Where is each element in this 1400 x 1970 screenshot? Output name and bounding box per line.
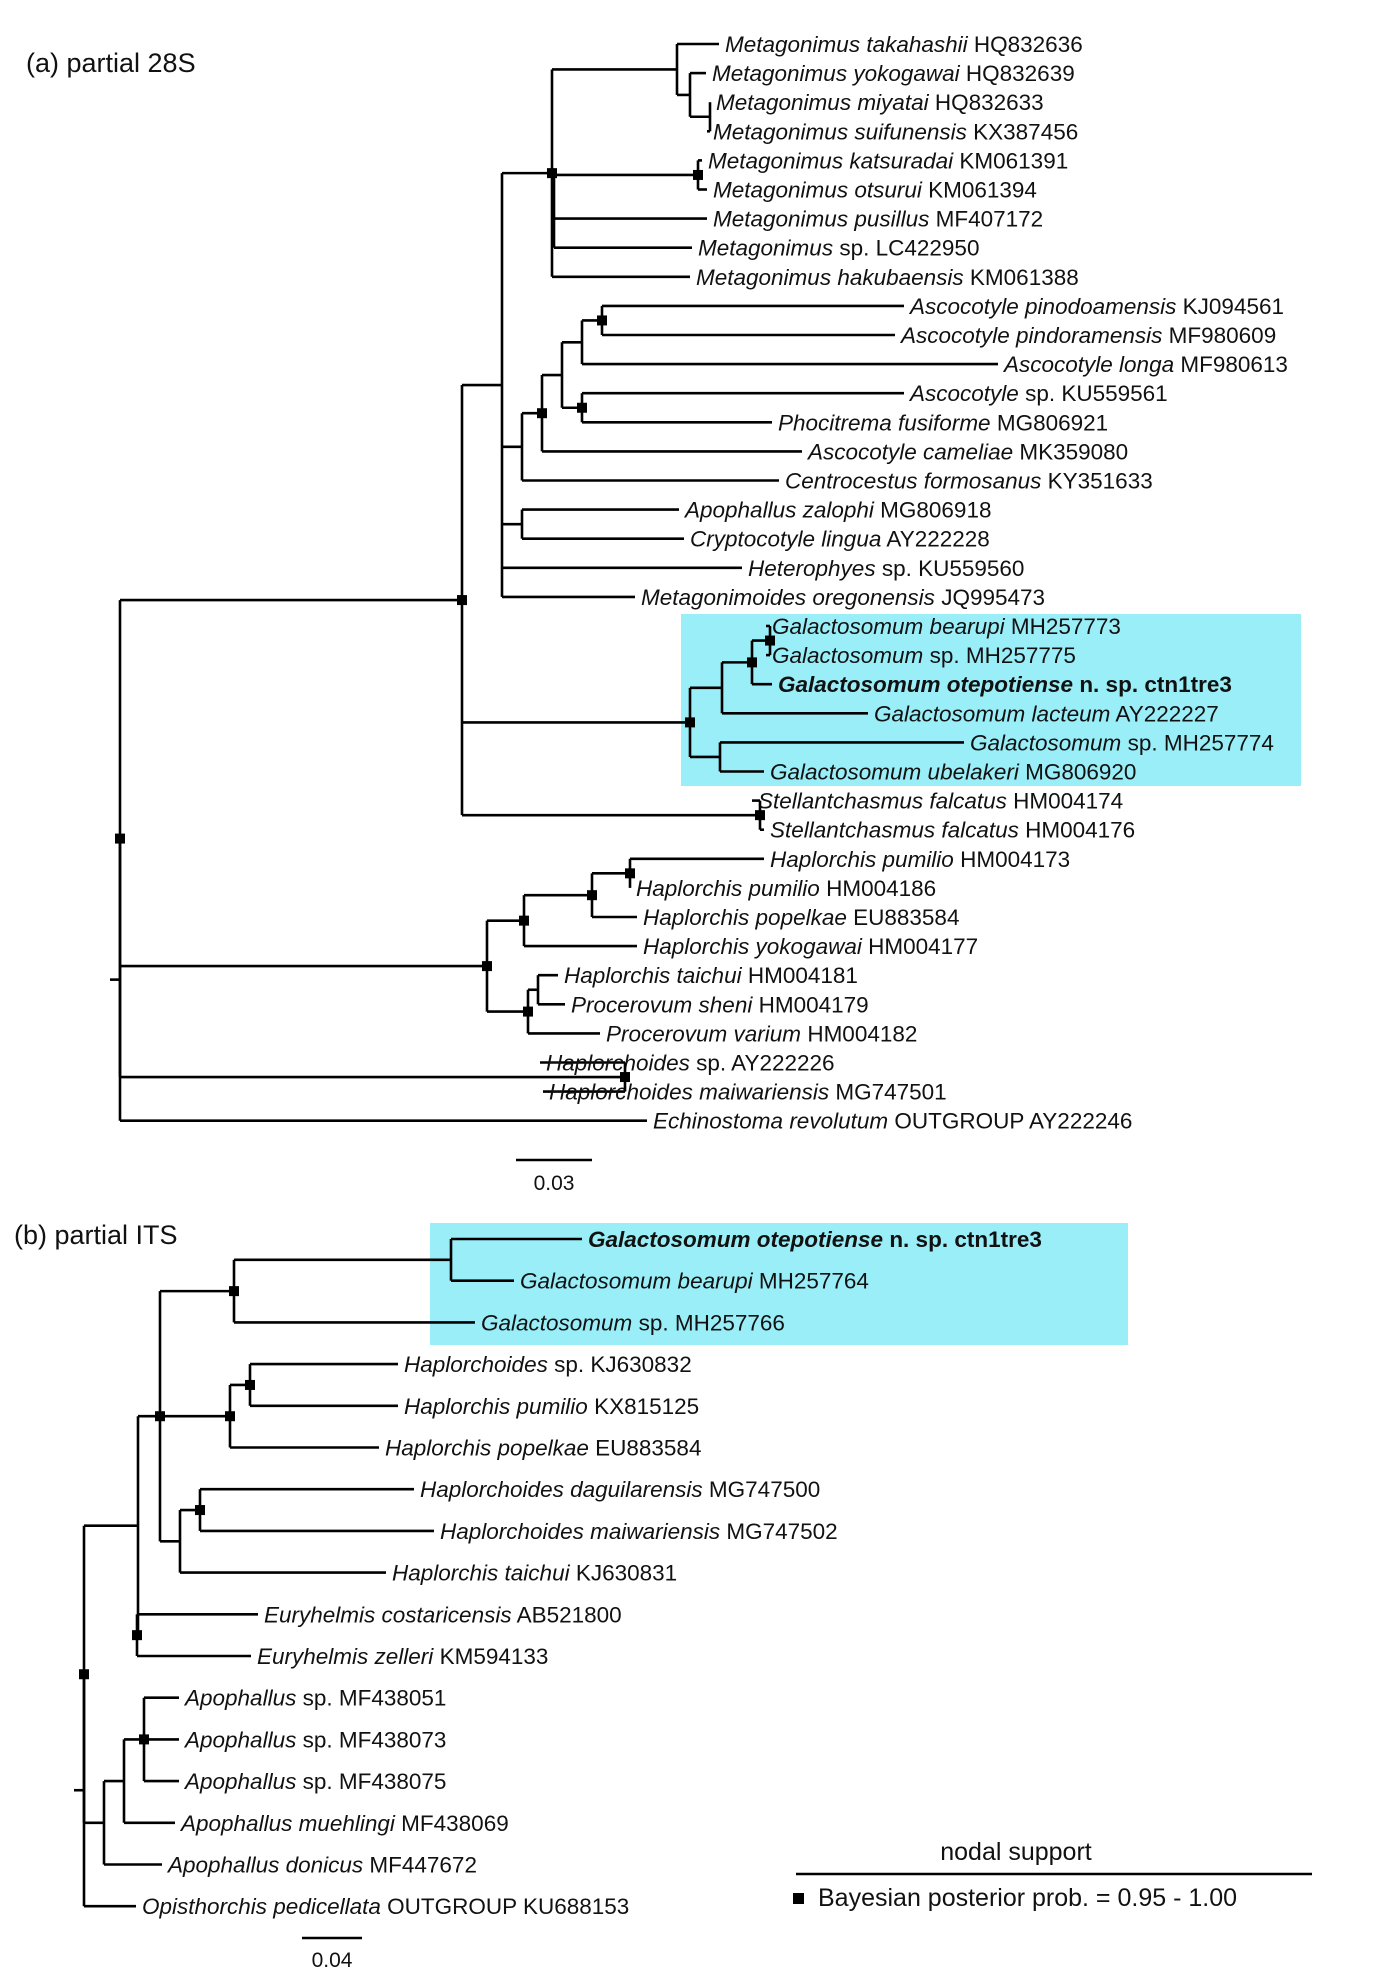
- support-node: [577, 402, 587, 413]
- taxon-label: Galactosomum bearupi MH257773: [772, 614, 1121, 639]
- taxon-label: Metagonimoides oregonensis JQ995473: [641, 585, 1045, 610]
- support-node: [597, 315, 607, 326]
- support-node: [625, 868, 635, 879]
- taxon-label: Haplorchis popelkae EU883584: [385, 1436, 701, 1461]
- taxon-label: Haplorchis pumilio HM004186: [636, 876, 936, 901]
- legend-entry: Bayesian posterior prob. = 0.95 - 1.00: [818, 1884, 1237, 1912]
- taxon-label: Galactosomum sp. MH257775: [772, 643, 1076, 668]
- legend: nodal support Bayesian posterior prob. =…: [793, 1838, 1312, 1912]
- taxon-label: Apophallus muehlingi MF438069: [179, 1811, 509, 1836]
- taxon-label: Haplorchoides daguilarensis MG747500: [420, 1477, 820, 1502]
- taxon-label: Centrocestus formosanus KY351633: [785, 469, 1153, 494]
- taxon-label: Metagonimus otsurui KM061394: [713, 178, 1037, 203]
- legend-title: nodal support: [940, 1838, 1092, 1866]
- tree-28s: Metagonimus takahashii HQ832636Metagonim…: [110, 32, 1288, 1134]
- taxon-label: Metagonimus hakubaensis KM061388: [696, 265, 1079, 290]
- taxon-label: Haplorchoides sp. AY222226: [546, 1051, 835, 1076]
- taxon-label: Heterophyes sp. KU559560: [748, 556, 1024, 581]
- support-node: [587, 890, 597, 901]
- support-node: [225, 1411, 235, 1422]
- support-node: [139, 1734, 149, 1745]
- highlight-box-galactosomum-28s: [681, 614, 1301, 786]
- taxon-label: Galactosomum ubelakeri MG806920: [770, 760, 1136, 785]
- taxon-label: Stellantchasmus falcatus HM004176: [770, 818, 1135, 843]
- taxon-label: Ascocotyle longa MF980613: [1002, 352, 1288, 377]
- support-node: [245, 1379, 255, 1390]
- taxon-label: Ascocotyle pinodoamensis KJ094561: [908, 294, 1284, 319]
- taxon-label: Ascocotyle cameliae MK359080: [806, 439, 1128, 464]
- taxon-label: Apophallus zalophi MG806918: [683, 498, 991, 523]
- taxon-label: Galactosomum otepotiense n. sp. ctn1tre3: [588, 1227, 1042, 1252]
- taxon-label: Apophallus donicus MF447672: [166, 1853, 477, 1878]
- support-node: [747, 657, 757, 668]
- outgroup-label: Opisthorchis pedicellata OUTGROUP KU6881…: [142, 1894, 629, 1919]
- taxon-label: Stellantchasmus falcatus HM004174: [758, 789, 1123, 814]
- taxon-label: Procerovum sheni HM004179: [571, 992, 869, 1017]
- support-node: [457, 595, 467, 606]
- taxon-label: Metagonimus yokogawai HQ832639: [712, 61, 1075, 86]
- taxon-label: Galactosomum sp. MH257774: [970, 730, 1274, 755]
- support-node: [482, 961, 492, 972]
- taxon-label: Apophallus sp. MF438051: [183, 1686, 446, 1711]
- taxon-label: Haplorchis taichui KJ630831: [392, 1561, 677, 1586]
- panel-b: (b) partial ITS Galactosomum otepotiense…: [14, 1220, 1128, 1970]
- support-node: [519, 915, 529, 926]
- taxon-label: Metagonimus pusillus MF407172: [713, 207, 1043, 232]
- taxon-label: Haplorchis taichui HM004181: [564, 963, 858, 988]
- taxon-label: Apophallus sp. MF438075: [183, 1769, 446, 1794]
- support-node: [755, 810, 765, 821]
- scale-bar-a: 0.03: [516, 1158, 592, 1195]
- taxon-label: Haplorchis pumilio HM004173: [770, 847, 1070, 872]
- taxon-label: Metagonimus katsuradai KM061391: [708, 148, 1068, 173]
- taxon-label: Galactosomum bearupi MH257764: [520, 1269, 869, 1294]
- legend-node-marker: [793, 1893, 804, 1904]
- support-node: [693, 169, 703, 180]
- taxon-label: Haplorchoides maiwariensis MG747501: [549, 1080, 947, 1105]
- scale-bar-b-label: 0.04: [312, 1949, 353, 1970]
- taxon-label: Metagonimus sp. LC422950: [698, 236, 979, 261]
- scale-bar-a-label: 0.03: [534, 1172, 575, 1195]
- panel-a: (a) partial 28S Metagonimus takahashii H…: [26, 32, 1301, 1195]
- taxon-label: Haplorchoides sp. KJ630832: [404, 1352, 692, 1377]
- support-node: [685, 717, 695, 728]
- support-node: [620, 1072, 630, 1083]
- taxon-label: Euryhelmis zelleri KM594133: [257, 1644, 548, 1669]
- panel-b-label: (b) partial ITS: [14, 1220, 178, 1250]
- taxon-label: Cryptocotyle lingua AY222228: [690, 527, 990, 552]
- support-node: [155, 1411, 165, 1422]
- taxon-label: Euryhelmis costaricensis AB521800: [264, 1602, 622, 1627]
- taxon-label: Haplorchoides maiwariensis MG747502: [440, 1519, 838, 1544]
- taxon-label: Phocitrema fusiforme MG806921: [778, 410, 1108, 435]
- support-node: [537, 408, 547, 419]
- taxon-label: Procerovum varium HM004182: [606, 1021, 917, 1046]
- taxon-label: Metagonimus takahashii HQ832636: [725, 32, 1083, 57]
- taxon-label: Ascocotyle pindoramensis MF980609: [899, 323, 1276, 348]
- support-node: [765, 635, 775, 646]
- taxon-label: Metagonimus miyatai HQ832633: [716, 90, 1044, 115]
- panel-a-label: (a) partial 28S: [26, 48, 196, 78]
- tree-its: Galactosomum otepotiense n. sp. ctn1tre3…: [74, 1227, 1042, 1919]
- taxon-label: Haplorchis pumilio KX815125: [404, 1394, 699, 1419]
- support-node: [195, 1505, 205, 1516]
- support-node: [229, 1286, 239, 1297]
- taxon-label: Galactosomum otepotiense n. sp. ctn1tre3: [778, 672, 1232, 697]
- taxon-label: Apophallus sp. MF438073: [183, 1727, 446, 1752]
- outgroup-label: Echinostoma revolutum OUTGROUP AY222246: [653, 1109, 1132, 1134]
- support-node: [547, 168, 557, 179]
- scale-bar-b: 0.04: [302, 1936, 362, 1970]
- support-node: [523, 1006, 533, 1017]
- taxon-label: Galactosomum lacteum AY222227: [874, 701, 1219, 726]
- highlight-box-galactosomum-its: [430, 1223, 1128, 1345]
- taxon-label: Metagonimus suifunensis KX387456: [713, 119, 1078, 144]
- taxon-label: Haplorchis popelkae EU883584: [643, 905, 959, 930]
- taxon-label: Haplorchis yokogawai HM004177: [643, 934, 978, 959]
- taxon-label: Ascocotyle sp. KU559561: [908, 381, 1168, 406]
- taxon-label: Galactosomum sp. MH257766: [481, 1310, 785, 1335]
